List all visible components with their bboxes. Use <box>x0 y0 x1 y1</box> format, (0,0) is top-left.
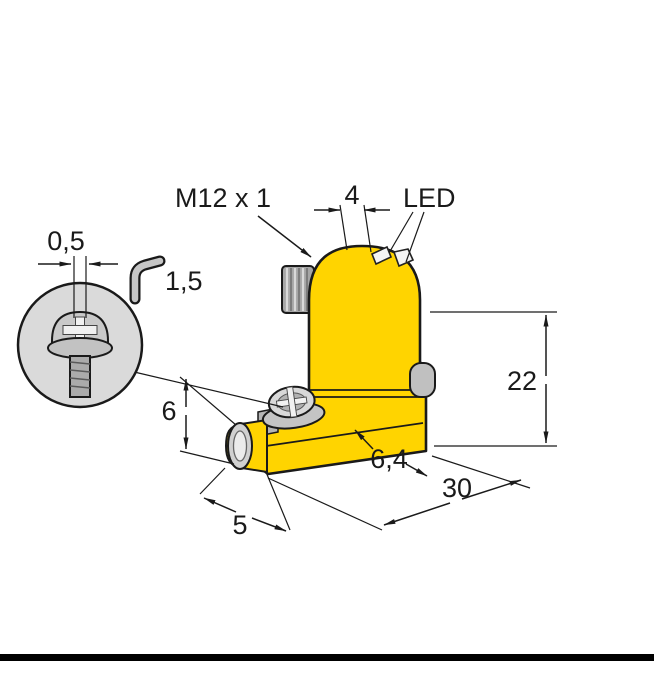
hex-size-label: 1,5 <box>165 266 203 296</box>
dim-arrow <box>354 429 374 450</box>
dim-cap-height: 6 <box>161 376 237 465</box>
led-label: LED <box>403 183 456 213</box>
dim-led: LED <box>388 183 456 263</box>
dim-body-height: 22 <box>430 311 557 447</box>
extension-line <box>339 204 348 251</box>
extension-line <box>179 376 237 426</box>
cap-height-label: 6 <box>161 396 176 426</box>
cap-width-label: 5 <box>232 510 247 540</box>
thread-line <box>69 369 91 373</box>
hex-key-callout: 1,5 <box>129 255 203 305</box>
width-top-label: 4 <box>344 180 359 210</box>
led-window <box>370 245 393 266</box>
overall-length-label: 30 <box>442 473 472 503</box>
sensor-body <box>261 244 428 476</box>
extension-line <box>199 467 226 495</box>
detail-phillips-slot-h <box>62 325 98 335</box>
dim-overall-length: 30 <box>267 455 531 531</box>
side-pivot-bump <box>409 362 436 398</box>
thread-label: M12 x 1 <box>175 183 271 213</box>
dim-thread: M12 x 1 <box>175 183 312 258</box>
body-height-label: 22 <box>507 366 537 396</box>
dim-cap-width: 5 <box>199 467 291 540</box>
dim-arrow <box>405 463 428 477</box>
extension-line <box>363 204 372 253</box>
dim-slot-width-label: 0,5 <box>47 226 85 256</box>
thread-line <box>69 361 91 365</box>
arm-front-edge <box>265 422 424 447</box>
arm-thickness-label: 6,4 <box>370 444 408 474</box>
led-leader-line <box>388 211 414 254</box>
cap-end-recess <box>232 430 248 462</box>
led-leader-line <box>405 211 425 263</box>
dim-width-top: 4 <box>314 180 390 253</box>
extension-line <box>265 471 291 531</box>
dim-arrow <box>251 517 287 532</box>
thread-line <box>69 385 91 389</box>
thread-line <box>69 377 91 381</box>
dim-arm-thickness: 6,4 <box>354 429 428 477</box>
detail-screw <box>47 311 113 398</box>
led-marks <box>370 245 415 268</box>
extension-line <box>179 450 235 465</box>
leader-arrow <box>257 215 312 258</box>
arm-end-cap <box>225 407 279 473</box>
mounting-screw <box>261 385 326 430</box>
detail-balloon: 0,5 <box>16 226 284 409</box>
dim-arrow <box>203 497 237 513</box>
balloon-leader-line <box>129 370 284 408</box>
dim-arrow <box>461 479 522 500</box>
extension-line <box>267 477 383 531</box>
dim-arrow <box>383 502 451 526</box>
phillips-slot-v <box>286 386 298 418</box>
dim-slot-width: 0,5 <box>38 226 118 318</box>
footer-divider-bar <box>0 654 654 661</box>
hex-key-icon-fill <box>131 257 164 303</box>
led-window <box>392 248 415 268</box>
